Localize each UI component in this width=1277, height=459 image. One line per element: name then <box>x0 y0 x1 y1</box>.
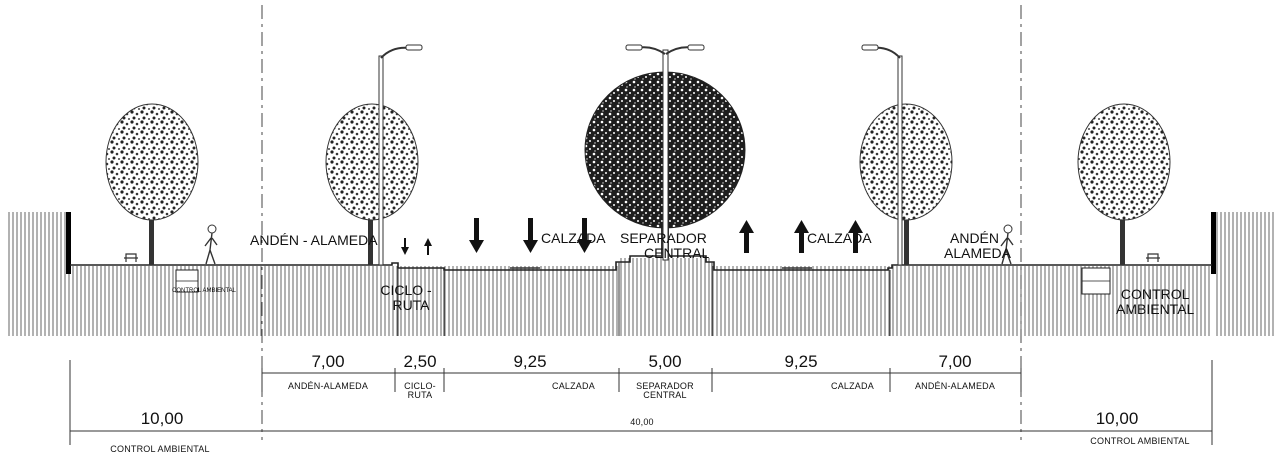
label-anden-alameda-left: ANDÉN - ALAMEDA <box>250 232 378 248</box>
arrow-down-icon <box>577 218 592 253</box>
dim-value-separador: 5,00 <box>648 352 682 371</box>
label-separador-line2: CENTRAL <box>644 244 710 261</box>
arrow-down-icon <box>523 218 538 253</box>
label-separador-line1: SEPARADOR <box>620 230 707 246</box>
dim-value-calzada-right: 9,25 <box>784 352 818 371</box>
dim-label-anden-left: ANDÉN-ALAMEDA <box>287 381 369 391</box>
dim-value-anden-right: 7,00 <box>938 352 972 371</box>
dim-label-ciclo-line2: RUTA <box>407 390 433 401</box>
label-control-ambiental-right: CONTROL AMBIENTAL <box>1116 287 1194 316</box>
dim-value-ciclo-ruta: 2,50 <box>403 352 437 371</box>
label-control-ambiental-small: CONTROL AMBIENTAL <box>172 288 237 294</box>
tree-icon <box>325 103 419 265</box>
street-light-icon <box>378 44 423 266</box>
dim-value-calzada-left: 9,25 <box>513 352 547 371</box>
street-light-icon <box>861 44 903 266</box>
label-calzada-right: CALZADA <box>807 230 872 246</box>
dim-label-calzada-right: CALZADA <box>831 381 874 391</box>
dim-label-separador-line2: CENTRAL <box>643 390 687 401</box>
traffic-arrows <box>401 218 863 255</box>
label-anden-right-line1: ANDÉN <box>950 230 1000 246</box>
dim-label-ciclo-ruta: CICLO- RUTA <box>404 381 436 401</box>
street-lights <box>378 44 903 266</box>
label-separador-central: SEPARADOR CENTRAL <box>620 231 709 260</box>
label-ciclo-ruta: CICLO - RUTA <box>380 283 431 312</box>
pedestrian-icon <box>204 224 218 265</box>
ground-hatch-right-edge <box>1214 212 1276 336</box>
label-anden-right-line2: ALAMEDA <box>944 244 1011 261</box>
pedestrian-icon <box>1000 224 1014 265</box>
bench-icon <box>124 253 138 262</box>
bench-icon <box>1146 253 1160 262</box>
label-calzada-left: CALZADA <box>541 230 606 246</box>
arrow-up-icon <box>794 220 809 253</box>
tree-icon <box>1077 103 1171 265</box>
ground-hatch-left-edge <box>8 212 70 336</box>
dim-label-separador: SEPARADOR CENTRAL <box>636 381 694 401</box>
dim-value-control-left: 10,00 <box>140 409 184 428</box>
tree-icon <box>105 103 199 265</box>
arrow-down-icon <box>401 238 409 255</box>
label-anden-alameda-right: ANDÉN ALAMEDA <box>944 231 1011 260</box>
arrow-up-icon <box>424 238 432 255</box>
dim-value-anden-left: 7,00 <box>311 352 345 371</box>
boundary-wall-right <box>1211 212 1216 274</box>
dim-label-control-left: CONTROL AMBIENTAL <box>110 444 210 454</box>
arrow-up-icon <box>848 220 863 253</box>
dim-value-control-right: 10,00 <box>1095 409 1139 428</box>
dim-value-total: 40,00 <box>630 417 654 427</box>
dimension-lines <box>69 360 1213 445</box>
label-ciclo-ruta-line2: RUTA <box>392 296 430 313</box>
ground-surface-line <box>70 255 1212 271</box>
street-light-icon <box>625 44 705 261</box>
arrow-up-icon <box>739 220 754 253</box>
dim-label-calzada-left: CALZADA <box>552 381 595 391</box>
ground-hatch-main <box>72 266 1212 336</box>
dim-label-separador-line1: SEPARADOR <box>636 381 694 391</box>
boundary-wall-left <box>66 212 71 274</box>
label-control-right-line1: CONTROL <box>1120 286 1190 302</box>
dim-label-anden-right: ANDÉN-ALAMEDA <box>914 381 996 391</box>
tree-icon <box>859 103 953 265</box>
dim-label-control-right: CONTROL AMBIENTAL <box>1090 436 1190 446</box>
trees <box>105 71 1171 265</box>
dim-label-ciclo-line1: CICLO- <box>404 381 436 391</box>
arrow-down-icon <box>469 218 484 253</box>
label-control-right-line2: AMBIENTAL <box>1116 300 1195 317</box>
median-hatch <box>619 258 712 268</box>
label-ciclo-ruta-line1: CICLO - <box>380 282 432 298</box>
